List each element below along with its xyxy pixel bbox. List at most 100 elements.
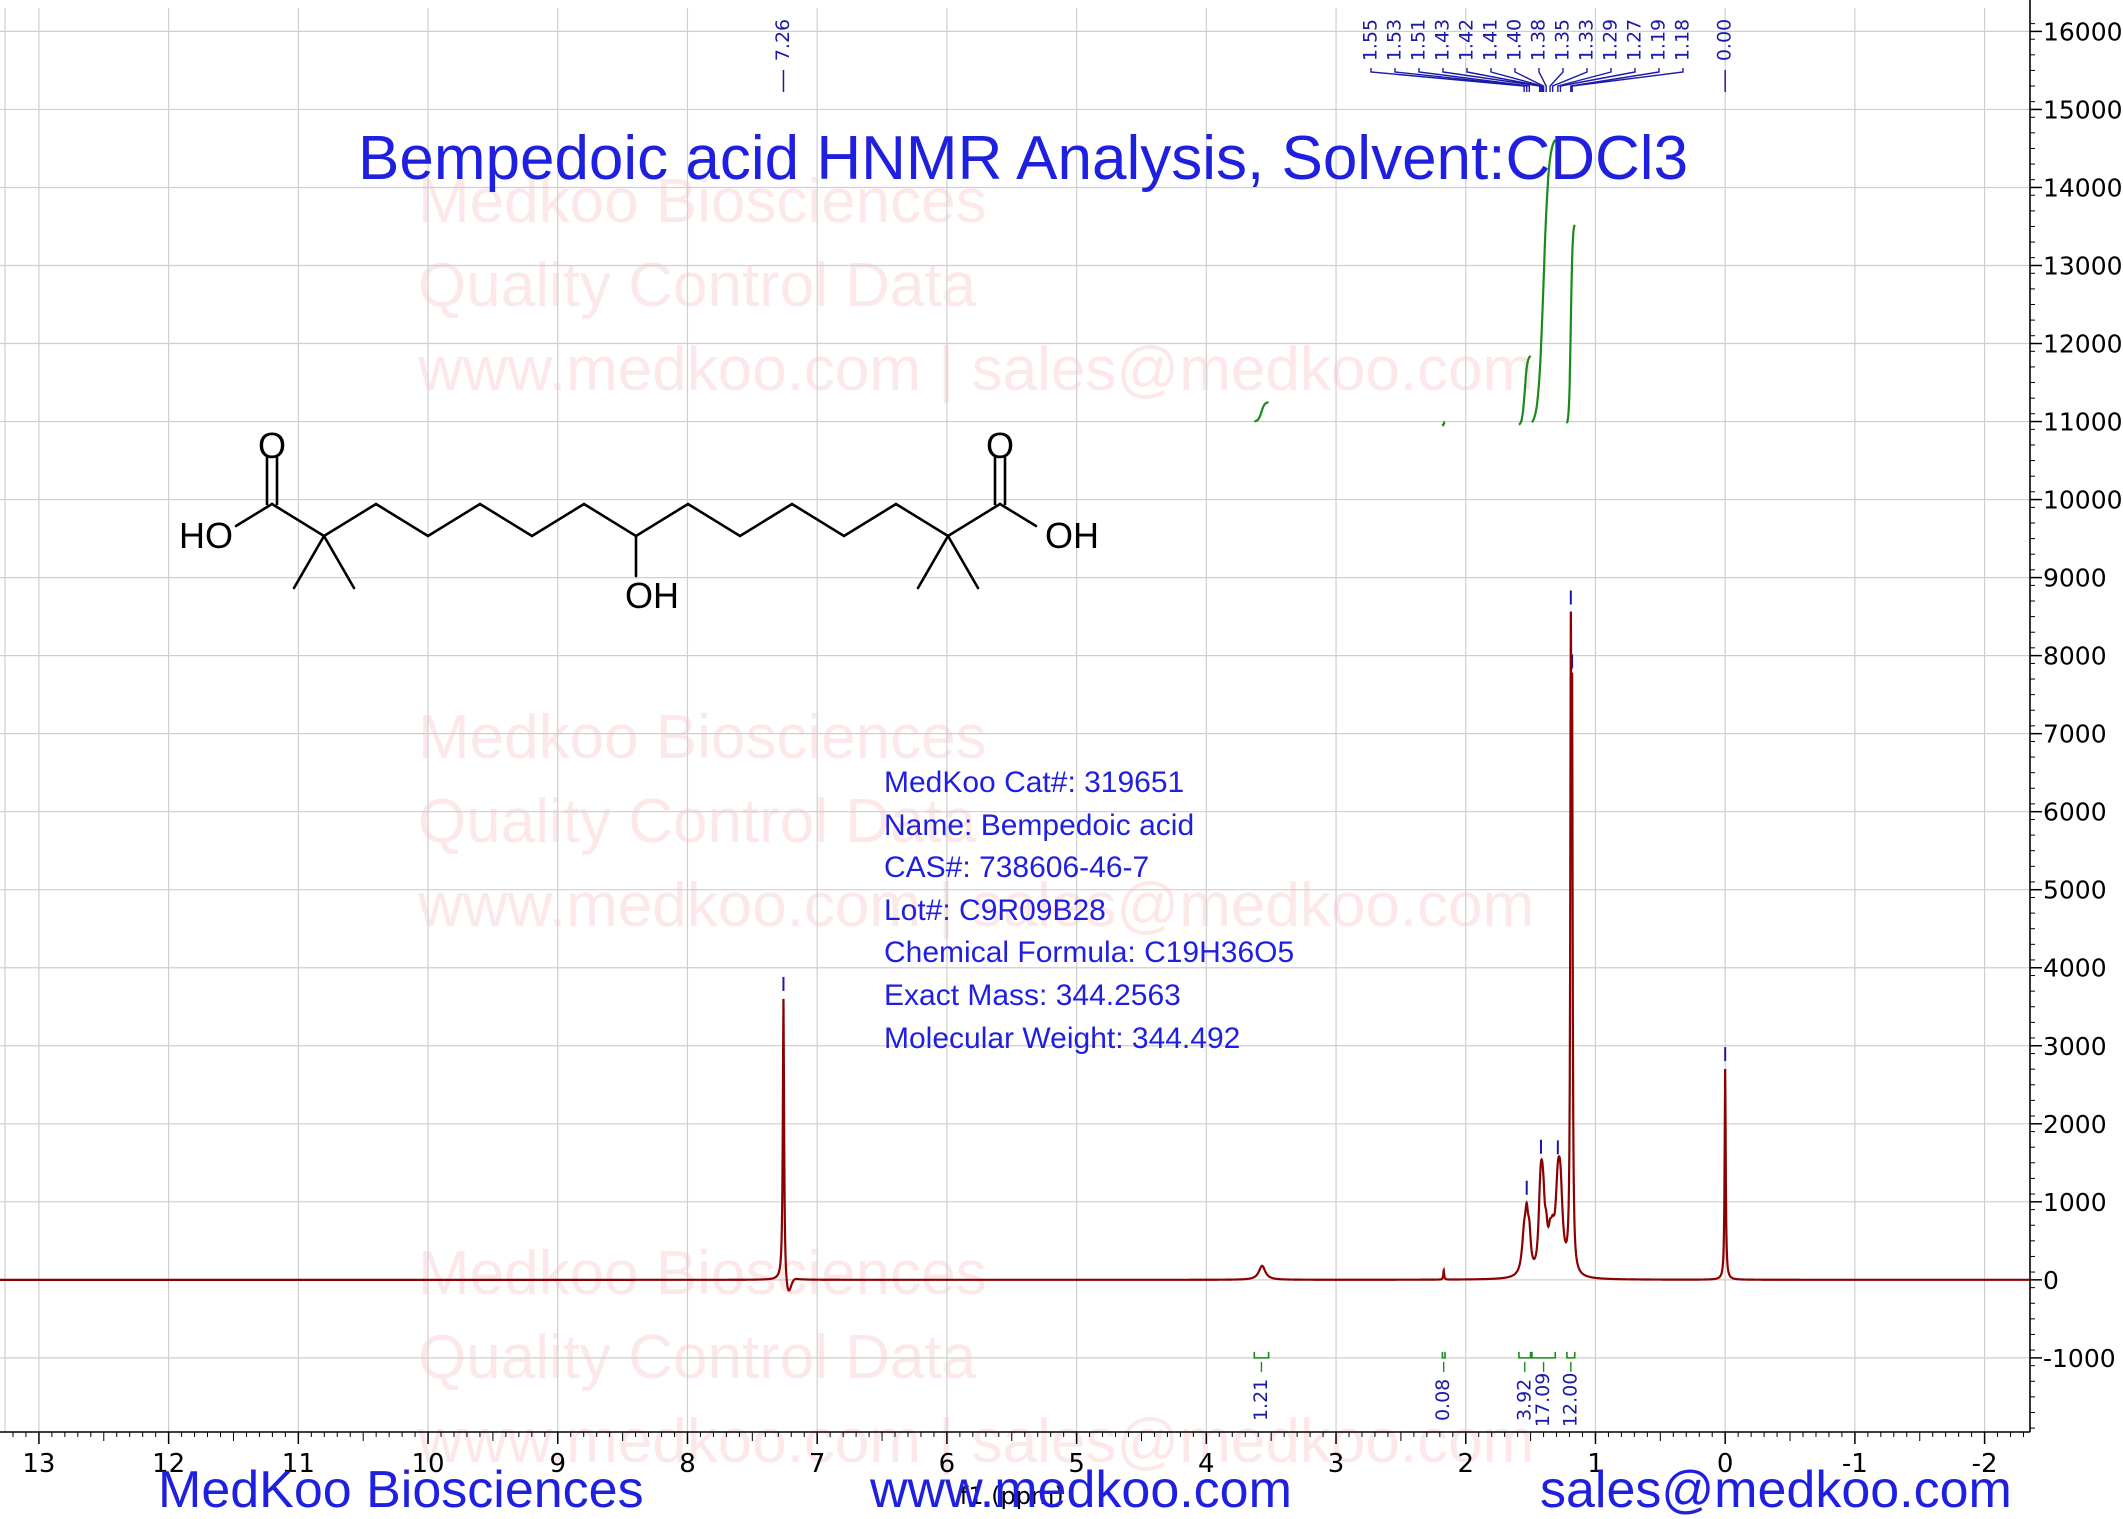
peak-label: 1.53 [1384,19,1406,61]
watermark-line: Medkoo Biosciences [418,703,987,772]
chemical-structure [234,456,1038,590]
hydroxyl-middle: OH [625,575,679,616]
peak-leader [1418,68,1531,92]
y-tick-label: 12000 [2043,330,2123,359]
peak-leader [1514,68,1545,92]
info-exact-mass: Exact Mass: 344.2563 [884,978,1181,1012]
peak-label: 1.33 [1576,19,1598,61]
y-tick-label: 6000 [2043,798,2107,827]
integral-value-label: 12.00 [1559,1373,1581,1427]
y-tick-label: 9000 [2043,564,2107,593]
y-tick-label: 14000 [2043,173,2123,202]
x-tick-label: 5 [1068,1449,1085,1479]
peak-label: 0.00 [1714,19,1736,61]
y-tick-label: 16000 [2043,17,2123,46]
y-tick-label: 0 [2043,1266,2059,1295]
y-tick-label: 3000 [2043,1032,2107,1061]
peak-leader [1538,68,1547,92]
peak-leader [1394,68,1528,92]
peak-label: 1.18 [1672,19,1694,61]
info-formula: Chemical Formula: C19H36O5 [884,936,1295,970]
peak-leader [1549,68,1564,92]
peak-leader [1559,68,1636,92]
integral-bracket [1518,1351,1532,1359]
bond-left-methyl-a [292,534,326,590]
peak-label: 1.40 [1504,19,1526,61]
peak-label: 1.35 [1552,19,1574,61]
integral-curve [1565,224,1576,424]
x-tick-label: 7 [809,1449,826,1479]
x-tick-label: 12 [152,1449,185,1479]
y-tick-label: -1000 [2043,1344,2116,1373]
compound-info: MedKoo Cat#: 319651 Name: Bempedoic acid… [884,762,1294,1060]
watermark-block-middle: Medkoo Biosciences Quality Control Data … [418,696,1534,948]
peak-leader [1570,68,1660,92]
y-tick-label: 13000 [2043,251,2123,280]
integral-curve [1254,401,1269,423]
x-tick-label: -1 [1842,1449,1868,1479]
y-tick-label: 11000 [2043,408,2123,437]
x-tick-label: -2 [1972,1449,1998,1479]
peak-label: 1.19 [1648,19,1670,61]
watermark-block-top: Medkoo Biosciences Quality Control Data … [418,160,1534,412]
carbon-chain [270,502,1002,538]
x-tick-label: 11 [282,1449,315,1479]
integral-curve [1441,421,1446,427]
hydroxyl-right: OH [1045,515,1099,556]
integral-bracket [1441,1351,1446,1359]
y-tick-label: 5000 [2043,876,2107,905]
y-tick-label: 15000 [2043,95,2123,124]
watermark-line: www.medkoo.com | sales@medkoo.com [418,335,1535,404]
footer-website: www.medkoo.com [870,1461,1292,1519]
integral-bracket [1253,1351,1270,1359]
peak-label: 1.27 [1624,19,1646,61]
x-tick-label: 3 [1328,1449,1345,1479]
integral-value-label: 17.09 [1532,1373,1554,1427]
bond-left-oh [234,502,274,528]
peak-label: 1.43 [1432,19,1454,61]
integral-curve [1518,355,1532,426]
watermark-line: www.medkoo.com | sales@medkoo.com [418,1407,1535,1476]
watermark-line: Medkoo Biosciences [418,1239,987,1308]
x-tick-label: 2 [1457,1449,1474,1479]
peak-leader [1490,68,1543,92]
y-tick-label: 10000 [2043,486,2123,515]
watermark-line: Quality Control Data [418,787,977,856]
bond-right-methyl-a [916,534,950,590]
y-tick-label: 1000 [2043,1188,2107,1217]
x-tick-label: 6 [939,1449,956,1479]
integral-bracket [1566,1351,1576,1359]
info-name: Name: Bempedoic acid [884,808,1195,842]
y-tick-label: 2000 [2043,1110,2107,1139]
peak-label: 1.55 [1360,19,1382,61]
footer-company: MedKoo Biosciences [158,1461,644,1519]
integral-curve [1531,139,1557,423]
carbonyl-oxygen-right: O [986,425,1014,466]
integral-value-label: 0.08 [1432,1379,1454,1421]
x-tick-label: 8 [679,1449,696,1479]
peak-leader [1442,68,1541,92]
info-cas: CAS#: 738606-46-7 [884,851,1150,885]
info-lot: Lot#: C9R09B28 [884,893,1106,927]
peak-label: 1.42 [1456,19,1478,61]
carbonyl-oxygen-left: O [258,425,286,466]
watermark-line: Medkoo Biosciences [418,167,987,236]
integral-bracket [1531,1351,1557,1359]
chart-title: Bempedoic acid HNMR Analysis, Solvent:CD… [358,124,1689,193]
peak-label: 1.38 [1528,19,1550,61]
peak-label: 1.51 [1408,19,1430,61]
x-tick-label: 4 [1198,1449,1215,1479]
peak-label: 1.29 [1600,19,1622,61]
x-tick-label: 1 [1587,1449,1604,1479]
y-tick-label: 7000 [2043,720,2107,749]
watermark-block-bottom: Medkoo Biosciences Quality Control Data … [418,1232,1534,1484]
structure-atom-labels: O O HO OH OH [179,425,1099,616]
info-mol-weight: Molecular Weight: 344.492 [884,1021,1241,1055]
peak-leader [1466,68,1542,92]
x-tick-label: 10 [412,1449,445,1479]
